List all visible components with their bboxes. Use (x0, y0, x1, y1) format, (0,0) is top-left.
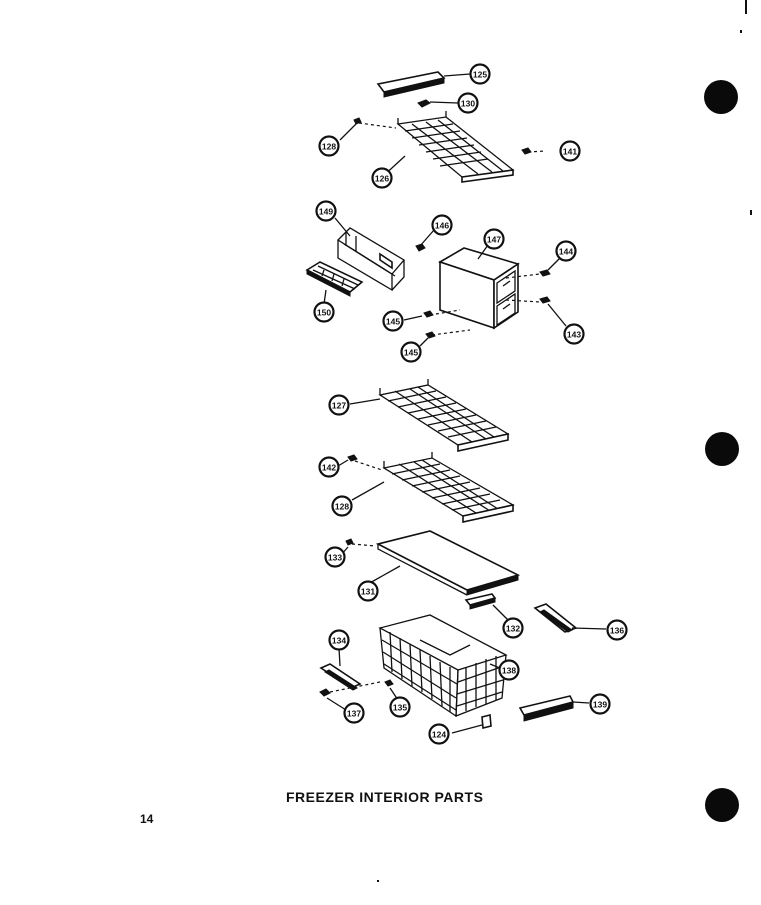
callout-147: 147 (483, 228, 505, 250)
callout-149: 149 (315, 200, 337, 222)
scan-dot (740, 30, 742, 33)
callout-146: 146 (431, 214, 453, 236)
callout-label: 141 (563, 147, 577, 157)
callout-132: 132 (502, 617, 524, 639)
callout-label: 137 (347, 709, 361, 719)
callout-137: 137 (343, 702, 365, 724)
callout-label: 143 (567, 330, 581, 340)
trim-strip-part (376, 71, 446, 98)
diagram-title: FREEZER INTERIOR PARTS (286, 789, 484, 805)
callout-138: 138 (498, 659, 520, 681)
ice-bin-part (336, 227, 405, 292)
glass-shelf-part (375, 530, 521, 596)
binder-hole (704, 80, 738, 114)
callout-135: 135 (389, 696, 411, 718)
callout-145: 145 (400, 341, 422, 363)
callout-label: 147 (487, 235, 501, 245)
callout-130: 130 (457, 92, 479, 114)
callout-label: 132 (506, 624, 520, 634)
callout-label: 130 (461, 99, 475, 109)
scan-dot (750, 210, 752, 215)
binder-hole (705, 788, 739, 822)
ice-compartment-part (438, 247, 520, 330)
clip-part (417, 99, 431, 108)
callout-125: 125 (469, 63, 491, 85)
wire-shelf-upper (396, 111, 515, 183)
callout-139: 139 (589, 693, 611, 715)
callout-label: 144 (559, 247, 573, 257)
callout-label: 125 (473, 70, 487, 80)
callout-label: 136 (610, 626, 624, 636)
callout-label: 135 (393, 703, 407, 713)
callout-label: 124 (432, 730, 446, 740)
callout-label: 133 (328, 553, 342, 563)
callout-124: 124 (428, 723, 450, 745)
callout-141: 141 (559, 140, 581, 162)
callout-145: 145 (382, 310, 404, 332)
wire-shelf-lower (382, 452, 515, 523)
callout-131: 131 (357, 580, 379, 602)
callout-label: 146 (435, 221, 449, 231)
callout-142: 142 (318, 456, 340, 478)
callout-143: 143 (563, 323, 585, 345)
callout-label: 134 (332, 636, 346, 646)
binder-hole (705, 432, 739, 466)
scan-dot (377, 880, 379, 882)
callout-label: 150 (317, 308, 331, 318)
callout-150: 150 (313, 301, 335, 323)
slide-rail-right (533, 603, 578, 633)
ice-tray-part (305, 261, 364, 297)
scan-mark (745, 0, 747, 14)
callout-144: 144 (555, 240, 577, 262)
callout-label: 128 (335, 502, 349, 512)
callout-128: 128 (331, 495, 353, 517)
slide-rail-left (319, 663, 362, 691)
callout-127: 127 (328, 394, 350, 416)
callout-126: 126 (371, 167, 393, 189)
callout-label: 126 (375, 174, 389, 184)
callout-label: 139 (593, 700, 607, 710)
callout-label: 127 (332, 401, 346, 411)
front-trim-part (464, 593, 497, 610)
callout-label: 131 (361, 587, 375, 597)
callout-label: 145 (386, 317, 400, 327)
callout-134: 134 (328, 629, 350, 651)
callout-136: 136 (606, 619, 628, 641)
callout-label: 138 (502, 666, 516, 676)
door-bin-part (518, 695, 575, 722)
callout-label: 145 (404, 348, 418, 358)
callout-133: 133 (324, 546, 346, 568)
wire-shelf-middle (378, 379, 510, 452)
callout-128: 128 (318, 135, 340, 157)
callout-label: 142 (322, 463, 336, 473)
callout-label: 149 (319, 207, 333, 217)
page-number: 14 (140, 812, 154, 826)
callout-label: 128 (322, 142, 336, 152)
